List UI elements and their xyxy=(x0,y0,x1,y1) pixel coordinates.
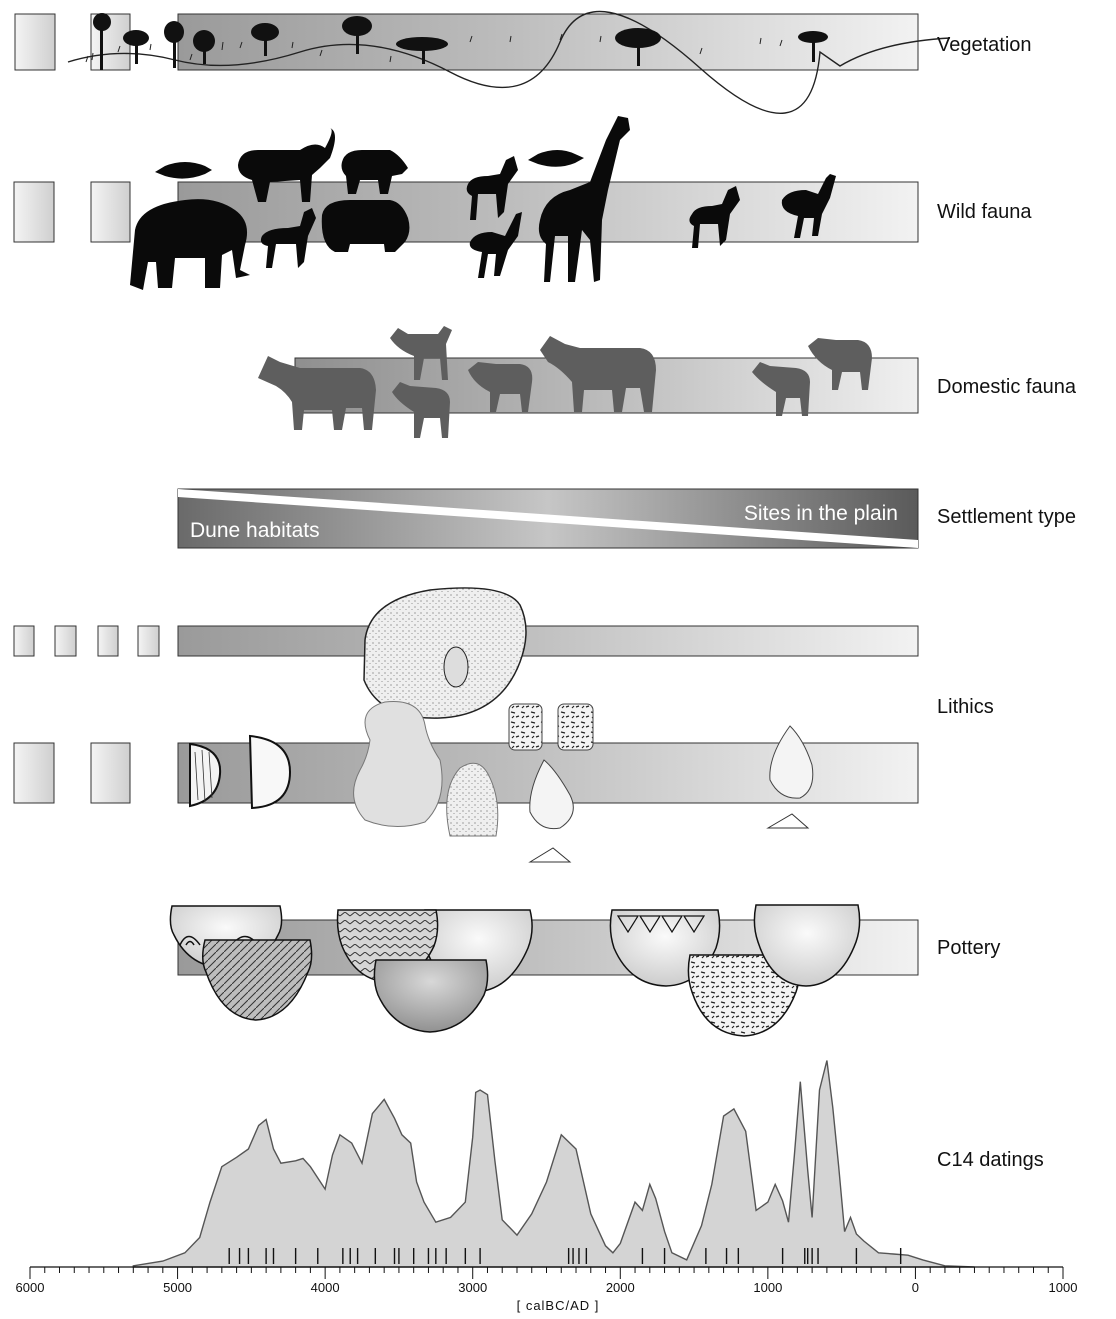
stone-cone-icon xyxy=(446,762,499,837)
gazelle-icon xyxy=(689,186,740,248)
row-label-pottery: Pottery xyxy=(937,937,1001,959)
tree-icon xyxy=(342,16,372,54)
pot-icon xyxy=(373,959,489,1033)
lithics-box-early xyxy=(13,742,55,804)
dog-icon xyxy=(390,326,452,380)
pottery-row xyxy=(169,904,919,1037)
tree-icon xyxy=(93,13,111,70)
fish-icon xyxy=(155,162,212,179)
grinding-stone-icon xyxy=(363,587,527,719)
pestle-icon xyxy=(353,700,443,827)
tree-icon xyxy=(193,30,215,64)
row-label-wild-fauna: Wild fauna xyxy=(937,201,1032,223)
lithics-box-mid xyxy=(90,742,131,804)
pot-decoration xyxy=(179,935,259,946)
flake-icon xyxy=(529,759,574,830)
c14-dating-marks xyxy=(228,1248,902,1264)
row-label-lithics: Lithics xyxy=(937,696,994,718)
wild-fauna-row xyxy=(13,116,919,290)
wild-fauna-box-early xyxy=(13,181,55,243)
row-label-c14: C14 datings xyxy=(937,1149,1044,1171)
pot-decoration xyxy=(616,915,706,934)
tree-icons xyxy=(93,13,828,70)
lithics-box-3 xyxy=(97,625,119,657)
tree-icon xyxy=(123,30,149,64)
vegetation-bar xyxy=(177,13,919,71)
x-axis-major-ticks: 6000 5000 4000 3000 2000 1000 0 1000 xyxy=(16,1280,1078,1295)
x-axis-title: [ calBC/AD ] xyxy=(516,1298,600,1313)
fish-icon xyxy=(528,150,584,167)
giraffe-icon xyxy=(538,116,630,282)
elephant-icon xyxy=(130,199,250,290)
settlement-plain-label: Sites in the plain xyxy=(744,502,898,525)
x-axis-minor-ticks xyxy=(29,1267,1064,1279)
bead-icon xyxy=(508,703,543,751)
microlith-icon xyxy=(248,734,292,810)
settlement-row: Dune habitats Sites in the plain xyxy=(177,488,919,549)
pot-icon xyxy=(202,939,313,1021)
tree-icon xyxy=(396,37,448,64)
x-axis-tick-label: 4000 xyxy=(311,1280,340,1295)
flake-icon xyxy=(769,725,814,799)
x-axis-tick-label: 5000 xyxy=(163,1280,192,1295)
x-axis-tick-label: 0 xyxy=(912,1280,919,1295)
goat-icon xyxy=(752,362,810,416)
antelope-icon xyxy=(260,208,316,268)
grinding-stone-hole xyxy=(443,646,469,688)
ostrich-icon xyxy=(781,174,836,238)
bead-icon xyxy=(557,703,594,751)
settlement-dune-label: Dune habitats xyxy=(190,519,320,542)
tree-icon xyxy=(251,23,279,56)
c14-density-area xyxy=(132,1060,975,1268)
lithics-box-1 xyxy=(13,625,35,657)
goat-icon xyxy=(392,382,450,438)
gazelle-icon xyxy=(466,156,518,220)
x-axis-tick-label: 3000 xyxy=(458,1280,487,1295)
row-label-settlement-type: Settlement type xyxy=(937,506,1076,528)
row-label-vegetation: Vegetation xyxy=(937,34,1032,56)
ostrich-icon xyxy=(469,212,522,278)
tree-icon xyxy=(164,21,184,68)
tree-icon xyxy=(798,31,828,62)
x-axis-tick-label: 2000 xyxy=(606,1280,635,1295)
wild-fauna-box-mid xyxy=(90,181,131,243)
grass-tufts xyxy=(85,33,783,63)
domestic-fauna-row xyxy=(258,326,919,438)
vegetation-hills xyxy=(67,10,951,114)
lithics-row xyxy=(13,587,919,863)
lithics-box-4 xyxy=(137,625,160,657)
settlement-divider xyxy=(178,489,918,548)
sheep-icon xyxy=(808,338,872,390)
hippo-icon xyxy=(321,200,410,252)
tree-icon xyxy=(615,28,661,66)
c14-chart: 6000 5000 4000 3000 2000 1000 0 1000 xyxy=(16,1060,1078,1295)
flake-section-icon xyxy=(766,813,810,829)
lithics-bar-upper xyxy=(177,625,919,657)
lithics-box-2 xyxy=(54,625,77,657)
sheep-icon xyxy=(468,362,533,412)
x-axis-tick-label: 1000 xyxy=(753,1280,782,1295)
vegetation-row xyxy=(14,10,951,114)
buffalo-icon xyxy=(238,128,335,202)
boar-icon xyxy=(341,150,408,194)
x-axis-tick-label: 6000 xyxy=(16,1280,45,1295)
row-label-domestic-fauna: Domestic fauna xyxy=(937,376,1076,398)
cattle-icon xyxy=(540,336,656,412)
pot-icon xyxy=(753,904,861,987)
cattle-icon xyxy=(258,356,376,430)
vegetation-box-early xyxy=(14,13,56,71)
x-axis-tick-label: 1000 xyxy=(1049,1280,1078,1295)
flake-section-icon xyxy=(528,847,572,863)
microlith-hatching xyxy=(194,749,213,803)
